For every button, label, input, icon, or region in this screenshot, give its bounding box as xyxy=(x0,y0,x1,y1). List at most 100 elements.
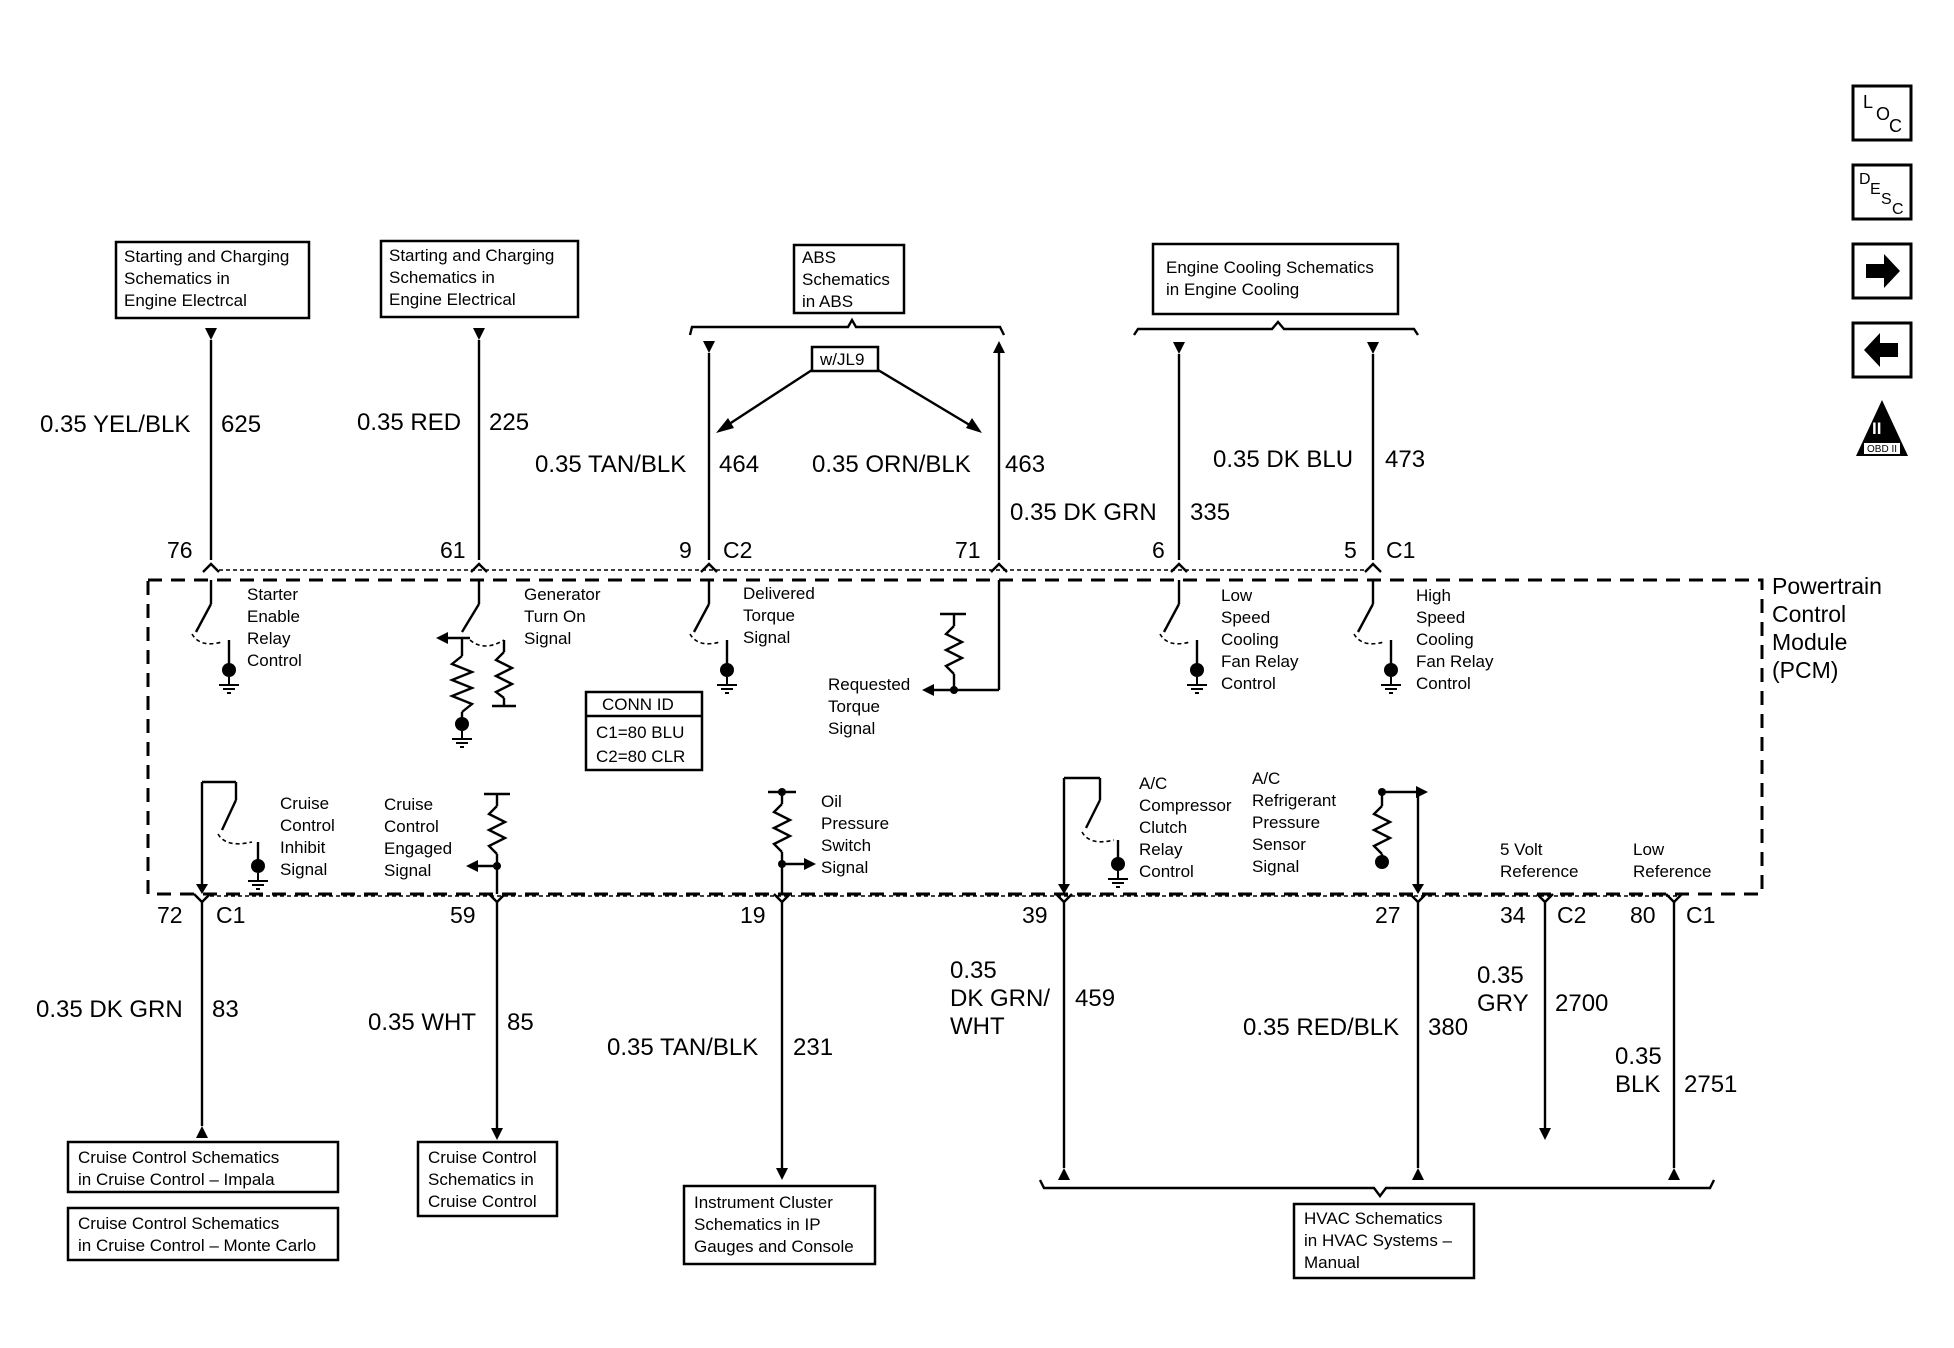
generator-switch: Generator Turn On Signal xyxy=(436,580,601,748)
wire-color-label: 0.35 TAN/BLK xyxy=(535,451,686,478)
wire-380[interactable]: 27 0.35 RED/BLK 380 xyxy=(1243,884,1468,1180)
ref-box-cruise-control[interactable]: Cruise Control Schematics in Cruise Cont… xyxy=(416,1140,559,1218)
wire-2751[interactable]: 80 C1 0.35 BLK 2751 xyxy=(1615,893,1737,1180)
wire-color-label: 0.35 WHT xyxy=(368,1009,476,1036)
low-reference: Low Reference xyxy=(1633,840,1711,881)
arrow-right-icon[interactable] xyxy=(1851,242,1913,300)
ac-clutch-switch: A/C Compressor Clutch Relay Control xyxy=(1062,774,1232,888)
signal-label: Control xyxy=(247,651,302,670)
signal-label: Clutch xyxy=(1139,818,1187,837)
signal-label: Control xyxy=(1416,674,1471,693)
wire-463[interactable]: 0.35 ORN/BLK 463 71 xyxy=(812,341,1045,573)
ref-box-starting-charging-2[interactable]: Starting and Charging Schematics in Engi… xyxy=(379,239,580,319)
wire-color-label: WHT xyxy=(950,1013,1005,1040)
option-label: w/JL9 xyxy=(819,350,864,369)
signal-label: Signal xyxy=(384,861,431,880)
wire-gauge: 0.35 xyxy=(1615,1043,1662,1070)
signal-label: Signal xyxy=(280,860,327,879)
wire-473[interactable]: 0.35 DK BLU 473 5 C1 xyxy=(1213,342,1425,573)
conn-id-table: CONN ID C1=80 BLU C2=80 CLR xyxy=(584,690,704,772)
signal-label: Cooling xyxy=(1221,630,1279,649)
circuit-number: 459 xyxy=(1075,985,1115,1012)
wire-color-label: 0.35 RED/BLK xyxy=(1243,1014,1399,1041)
signal-label: Starter xyxy=(247,585,298,604)
wire-2700[interactable]: 34 C2 0.35 GRY 2700 xyxy=(1477,893,1608,1140)
wire-color-label: 0.35 YEL/BLK xyxy=(40,411,190,438)
signal-label: Relay xyxy=(247,629,291,648)
signal-label: Low xyxy=(1221,586,1253,605)
pin-number: 19 xyxy=(740,902,766,928)
ref-line: Schematics in xyxy=(428,1170,534,1189)
pcm-boundary xyxy=(146,578,1764,896)
wire-gauge: 0.35 xyxy=(1477,962,1524,989)
loc-letter: C xyxy=(1889,116,1902,136)
cruise-inhibit-switch: Cruise Control Inhibit Signal xyxy=(200,780,335,890)
wire-color-label: 0.35 ORN/BLK xyxy=(812,451,971,478)
ref-box-hvac[interactable]: HVAC Schematics in HVAC Systems – Manual xyxy=(1292,1202,1476,1280)
signal-label: 5 Volt xyxy=(1500,840,1543,859)
connector-label: C1 xyxy=(216,902,245,928)
ref-box-instrument-cluster[interactable]: Instrument Cluster Schematics in IP Gaug… xyxy=(682,1184,877,1266)
ref-line: in ABS xyxy=(802,292,853,311)
wire-225[interactable]: 0.35 RED 225 61 xyxy=(357,328,529,573)
wire-335[interactable]: 0.35 DK GRN 335 6 xyxy=(1010,342,1230,573)
connector-label: C1 xyxy=(1386,537,1415,563)
obd-ii-icon[interactable]: II OBD II xyxy=(1856,400,1908,456)
desc-letter: C xyxy=(1892,201,1904,218)
arrow-left-icon[interactable] xyxy=(1851,321,1913,379)
circuit-number: 85 xyxy=(507,1009,534,1036)
ref-box-engine-cooling[interactable]: Engine Cooling Schematics in Engine Cool… xyxy=(1151,242,1400,316)
signal-label: Reference xyxy=(1633,862,1711,881)
ref-box-starting-charging-1[interactable]: Starting and Charging Schematics in Engi… xyxy=(114,240,311,320)
description-icon[interactable]: D E S C xyxy=(1851,163,1913,221)
ref-box-cruise-impala[interactable]: Cruise Control Schematics in Cruise Cont… xyxy=(66,1140,340,1194)
signal-label: Cruise xyxy=(280,794,329,813)
signal-label: Cooling xyxy=(1416,630,1474,649)
wire-color-label: 0.35 DK GRN xyxy=(36,996,183,1023)
ref-box-abs[interactable]: ABS Schematics in ABS xyxy=(792,243,906,315)
wire-231[interactable]: 19 0.35 TAN/BLK 231 xyxy=(607,893,833,1180)
circuit-number: 463 xyxy=(1005,451,1045,478)
pin-number: 61 xyxy=(440,537,466,563)
wire-83[interactable]: 72 C1 0.35 DK GRN 83 xyxy=(36,884,245,1138)
wire-color-label: BLK xyxy=(1615,1071,1660,1098)
obd-roman: II xyxy=(1872,419,1881,438)
ref-box-cruise-monte-carlo[interactable]: Cruise Control Schematics in Cruise Cont… xyxy=(66,1206,340,1262)
wire-464[interactable]: 0.35 TAN/BLK 464 9 C2 xyxy=(535,341,759,573)
ref-line: HVAC Schematics xyxy=(1304,1209,1443,1228)
signal-label: Speed xyxy=(1416,608,1465,627)
wire-625[interactable]: 0.35 YEL/BLK 625 76 xyxy=(40,328,261,573)
pin-number: 5 xyxy=(1344,537,1357,563)
conn-id-title: CONN ID xyxy=(602,695,674,714)
ref-line: Cruise Control xyxy=(428,1148,537,1167)
requested-torque-circuit: Requested Torque Signal xyxy=(828,580,1001,738)
signal-label: Control xyxy=(384,817,439,836)
ref-line: Gauges and Console xyxy=(694,1237,854,1256)
ref-line: in Engine Cooling xyxy=(1166,280,1299,299)
wire-color-label: 0.35 DK GRN xyxy=(1010,499,1157,526)
ac-pressure-sensor-circuit: A/C Refrigerant Pressure Sensor Signal xyxy=(1252,769,1428,884)
wire-459[interactable]: 39 0.35 DK GRN/ WHT 459 xyxy=(950,884,1115,1180)
signal-label: Signal xyxy=(1252,857,1299,876)
circuit-number: 380 xyxy=(1428,1014,1468,1041)
low-speed-fan-switch: Low Speed Cooling Fan Relay Control xyxy=(1159,580,1299,694)
hvac-brace xyxy=(1038,1179,1716,1198)
signal-label: Signal xyxy=(821,858,868,877)
connector-label: C2 xyxy=(723,537,752,563)
oil-pressure-circuit: Oil Pressure Switch Signal xyxy=(768,788,889,894)
obd-label: OBD II xyxy=(1867,444,1897,455)
location-icon[interactable]: L O C xyxy=(1851,84,1913,142)
signal-label: Torque xyxy=(828,697,880,716)
signal-label: Control xyxy=(1221,674,1276,693)
ref-line: Engine Cooling Schematics xyxy=(1166,258,1374,277)
signal-label: Inhibit xyxy=(280,838,326,857)
pin-number: 27 xyxy=(1375,902,1401,928)
wire-85[interactable]: 59 0.35 WHT 85 xyxy=(368,893,534,1140)
signal-label: Compressor xyxy=(1139,796,1232,815)
ref-line: Schematics in IP xyxy=(694,1215,821,1234)
ref-line: Manual xyxy=(1304,1253,1360,1272)
signal-label: Refrigerant xyxy=(1252,791,1336,810)
signal-label: High xyxy=(1416,586,1451,605)
signal-label: Control xyxy=(1139,862,1194,881)
